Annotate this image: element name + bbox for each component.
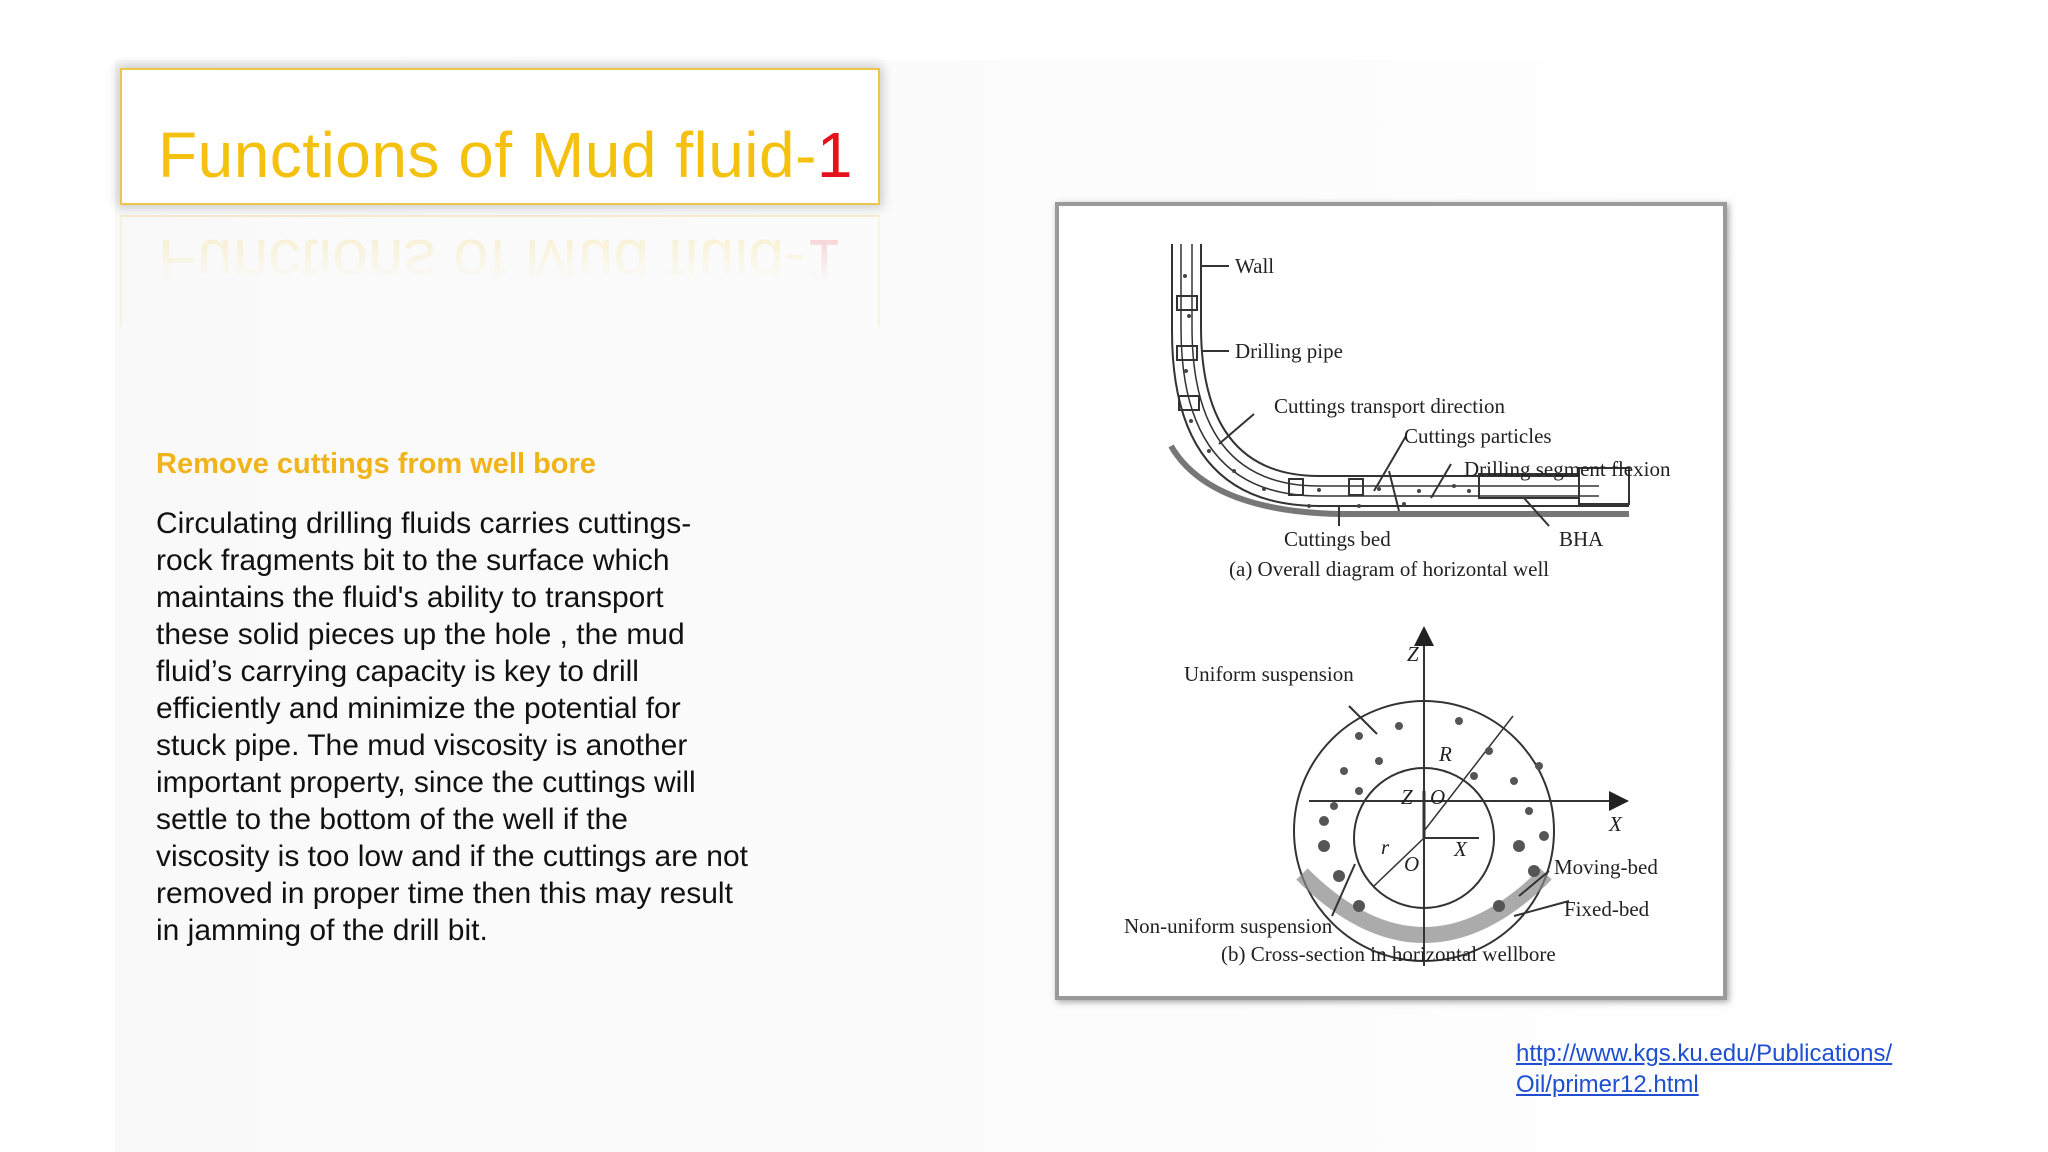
label-fixed-bed: Fixed-bed	[1564, 897, 1650, 921]
label-bha: BHA	[1559, 527, 1604, 551]
label-z-outer: Z	[1407, 642, 1419, 666]
label-cuttings-bed: Cuttings bed	[1284, 527, 1391, 551]
label-o-center: O	[1404, 852, 1419, 876]
title-reflection-frame	[120, 215, 880, 327]
wellbore-diagram: Wall Drilling pipe Cuttings transport di…	[1124, 244, 1671, 966]
label-r-outer: R	[1438, 742, 1452, 766]
source-link[interactable]: http://www.kgs.ku.edu/Publications/ Oil/…	[1516, 1040, 1893, 1098]
slide-title: Functions of Mud fluid-1	[158, 115, 853, 195]
suspension-particles-b	[1318, 717, 1549, 912]
label-uniform-suspension: Uniform suspension	[1184, 662, 1354, 686]
section-subheading: Remove cuttings from well bore	[156, 448, 596, 480]
cuttings-particles-a	[1183, 274, 1471, 508]
label-x-inner: X	[1453, 837, 1468, 861]
cross-section-drawing	[1293, 626, 1629, 966]
reflection-text: Functions of Mud fluid-	[158, 226, 806, 298]
label-z-inner: Z	[1401, 785, 1413, 809]
label-x-outer: X	[1608, 812, 1623, 836]
reflection-number: 1	[805, 226, 841, 298]
label-wall: Wall	[1235, 254, 1274, 278]
label-segment-flexion: Drilling segment flexion	[1464, 457, 1671, 481]
label-nonuniform-suspension: Non-uniform suspension	[1124, 914, 1333, 938]
wellbore-figure: Wall Drilling pipe Cuttings transport di…	[1055, 202, 1727, 1000]
horizontal-well-drawing	[1168, 244, 1630, 527]
label-o-inner: O	[1430, 785, 1445, 809]
title-reflection: Functions of Mud fluid-1	[158, 222, 841, 302]
label-moving-bed: Moving-bed	[1554, 855, 1658, 879]
label-drilling-pipe: Drilling pipe	[1235, 339, 1343, 363]
label-r-inner: r	[1381, 835, 1390, 859]
title-frame	[120, 68, 880, 205]
title-number: 1	[816, 119, 853, 191]
caption-a: (a) Overall diagram of horizontal well	[1229, 557, 1549, 581]
label-cuttings-particles: Cuttings particles	[1404, 424, 1552, 448]
title-text: Functions of Mud fluid-	[158, 119, 817, 191]
label-transport-direction: Cuttings transport direction	[1274, 394, 1505, 418]
body-paragraph: Circulating drilling fluids carries cutt…	[156, 507, 748, 947]
caption-b: (b) Cross-section in horizontal wellbore	[1221, 942, 1556, 966]
